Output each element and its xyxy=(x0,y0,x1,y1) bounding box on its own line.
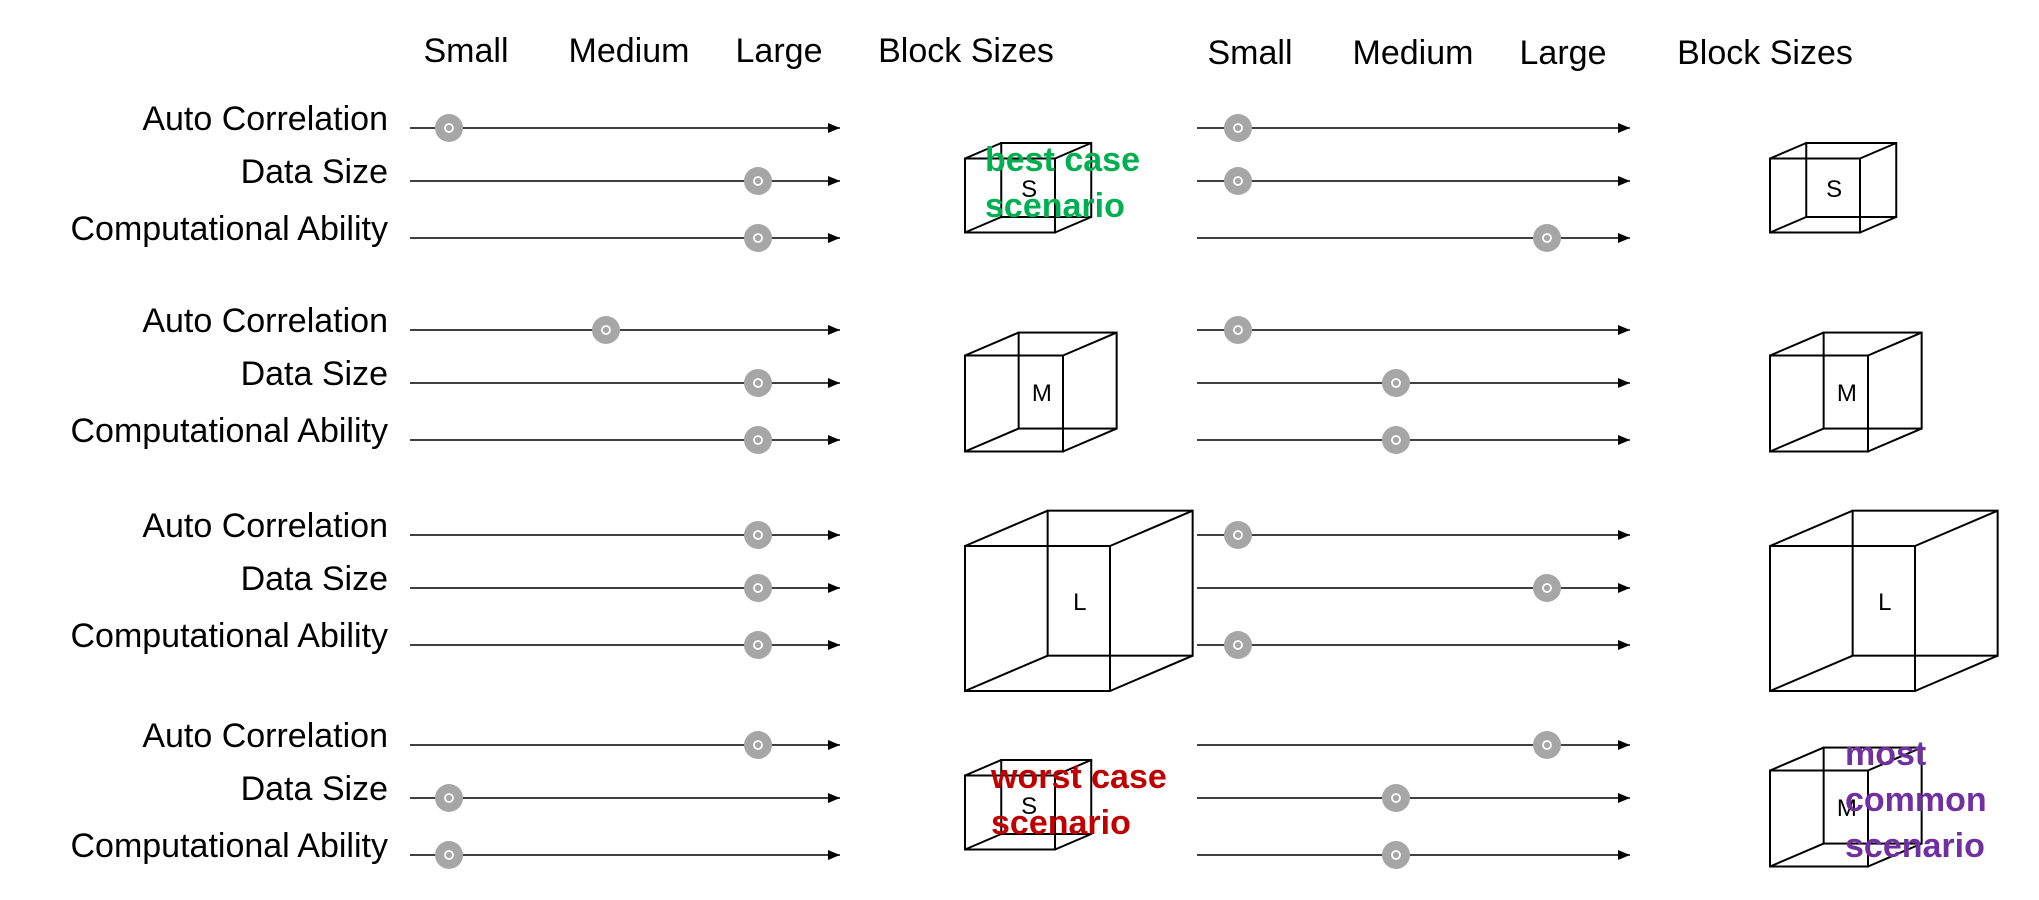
scenario-left-1: S xyxy=(410,114,1093,252)
level-indicator-knob xyxy=(744,574,772,602)
block-size-letter: S xyxy=(1021,793,1037,820)
column-header-medium-right: Medium xyxy=(1352,34,1474,72)
scenario-note-common: most common scenario xyxy=(1845,731,1987,869)
block-size-letter: M xyxy=(1837,795,1857,822)
level-indicator-knob xyxy=(1533,224,1561,252)
scenario-note-line: worst case xyxy=(991,758,1167,796)
factor-label: Data Size xyxy=(240,560,388,598)
factor-label: Auto Correlation xyxy=(142,507,388,545)
block-size-letter: S xyxy=(1021,176,1037,203)
level-indicator-knob xyxy=(1382,426,1410,454)
level-indicator-knob xyxy=(592,316,620,344)
scenario-right-1: S xyxy=(1197,114,1898,252)
scenario-note-line: best case xyxy=(985,141,1140,179)
scenario-note-line: common xyxy=(1845,781,1987,819)
factor-label: Computational Ability xyxy=(70,412,388,450)
factor-label: Data Size xyxy=(240,355,388,393)
column-header-large-right: Large xyxy=(1519,34,1607,72)
scenario-right-2: M xyxy=(1197,316,1923,454)
scenario-note-worst: worst case scenario xyxy=(991,754,1167,846)
level-indicator-knob xyxy=(1224,316,1252,344)
level-indicator-knob xyxy=(1382,369,1410,397)
factor-label: Computational Ability xyxy=(70,617,388,655)
level-indicator-knob xyxy=(1533,574,1561,602)
level-indicator-knob xyxy=(1382,841,1410,869)
column-header-large-left: Large xyxy=(735,32,823,70)
level-indicator-knob xyxy=(744,521,772,549)
block-size-letter: M xyxy=(1837,380,1857,407)
block-size-letter: M xyxy=(1032,380,1052,407)
level-indicator-knob xyxy=(1224,631,1252,659)
level-indicator-knob xyxy=(1224,167,1252,195)
factor-label: Auto Correlation xyxy=(142,717,388,755)
level-indicator-knob xyxy=(744,167,772,195)
level-indicator-knob xyxy=(744,426,772,454)
column-header-medium-left: Medium xyxy=(568,32,690,70)
scenario-note-line: scenario xyxy=(985,187,1125,225)
scenario-right-3: L xyxy=(1197,509,1999,692)
level-indicator-knob xyxy=(744,731,772,759)
factor-label: Data Size xyxy=(240,770,388,808)
factor-label: Auto Correlation xyxy=(142,302,388,340)
column-header-small-left: Small xyxy=(423,32,509,70)
scenario-note-best: best case scenario xyxy=(985,137,1140,229)
block-size-letter: L xyxy=(1878,589,1891,616)
block-cube-l xyxy=(964,509,1194,692)
level-indicator-knob xyxy=(1224,114,1252,142)
scenario-right-4: M xyxy=(1197,731,1923,869)
level-indicator-knob xyxy=(1533,731,1561,759)
block-cube-s xyxy=(964,759,1093,851)
column-header-block-sizes-left: Block Sizes xyxy=(878,32,1054,70)
scenario-note-line: scenario xyxy=(1845,827,1985,865)
block-size-letter: S xyxy=(1826,176,1842,203)
factor-label: Computational Ability xyxy=(70,827,388,865)
level-indicator-knob xyxy=(1224,521,1252,549)
level-indicator-knob xyxy=(435,784,463,812)
level-indicator-knob xyxy=(435,841,463,869)
factor-label: Auto Correlation xyxy=(142,100,388,138)
scenario-note-line: most xyxy=(1845,735,1927,773)
scenario-note-line: scenario xyxy=(991,804,1131,842)
block-size-letter: L xyxy=(1073,589,1086,616)
level-indicator-knob xyxy=(744,631,772,659)
factor-label: Computational Ability xyxy=(70,210,388,248)
scenario-left-4: S xyxy=(410,731,1093,869)
scenario-left-2: M xyxy=(410,316,1118,454)
block-cube-s xyxy=(1769,142,1898,234)
level-indicator-knob xyxy=(1382,784,1410,812)
factor-label: Data Size xyxy=(240,153,388,191)
block-cube-l xyxy=(1769,509,1999,692)
block-cube-m xyxy=(1769,746,1923,868)
column-header-small-right: Small xyxy=(1207,34,1293,72)
level-indicator-knob xyxy=(744,369,772,397)
column-header-block-sizes-right: Block Sizes xyxy=(1677,34,1853,72)
scenario-left-3: L xyxy=(410,509,1194,692)
level-indicator-knob xyxy=(744,224,772,252)
block-cube-m xyxy=(964,331,1118,453)
level-indicator-knob xyxy=(435,114,463,142)
block-cube-s xyxy=(964,142,1093,234)
block-cube-m xyxy=(1769,331,1923,453)
